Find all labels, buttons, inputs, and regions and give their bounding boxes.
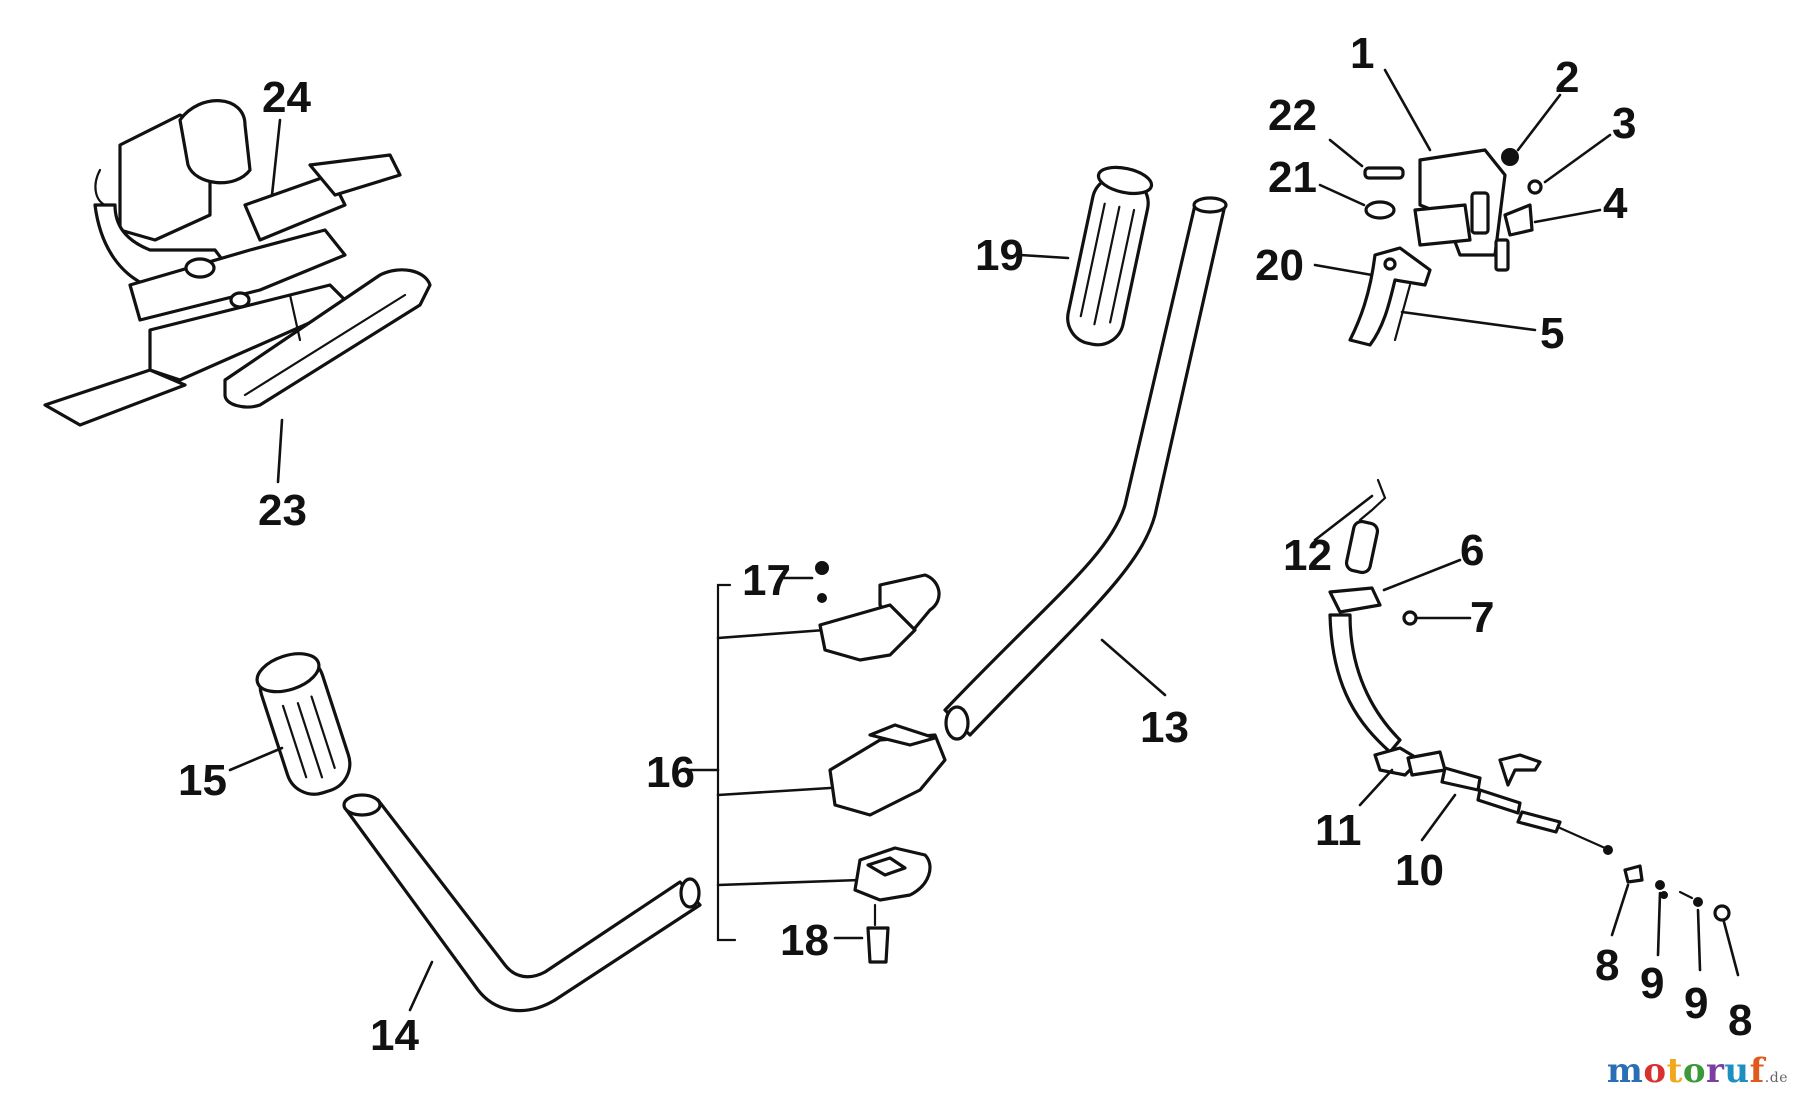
leader-1 xyxy=(1383,68,1432,152)
callout-9b: 9 xyxy=(1684,979,1708,1028)
leader-5 xyxy=(1400,310,1537,332)
leader-4 xyxy=(1533,208,1602,224)
callout-7: 7 xyxy=(1470,593,1494,642)
leader-22 xyxy=(1328,138,1364,168)
callout-3: 3 xyxy=(1612,99,1636,148)
throttle-housing xyxy=(1348,148,1543,347)
callout-6: 6 xyxy=(1460,526,1484,575)
watermark-logo: motoruf.de xyxy=(1607,1051,1788,1091)
leader-9a xyxy=(1656,891,1662,957)
watermark-letter: r xyxy=(1706,1051,1725,1091)
watermark-letter: u xyxy=(1724,1051,1750,1091)
leader-8a xyxy=(1610,883,1630,937)
callout-13: 13 xyxy=(1140,703,1189,752)
leader-24 xyxy=(270,118,282,197)
callout-17: 17 xyxy=(742,556,791,605)
callout-9a: 9 xyxy=(1640,959,1664,1008)
callout-5: 5 xyxy=(1540,309,1564,358)
callout-19: 19 xyxy=(975,231,1024,280)
leader-11 xyxy=(1358,768,1394,807)
leader-19 xyxy=(1018,253,1070,260)
watermark-letter: o xyxy=(1682,1051,1706,1091)
watermark-text: motoruf xyxy=(1607,1051,1765,1091)
grip-19 xyxy=(1066,165,1154,347)
throttle-cable xyxy=(1328,478,1731,922)
callout-4: 4 xyxy=(1603,179,1628,228)
callout-8a: 8 xyxy=(1595,941,1619,990)
callout-8b: 8 xyxy=(1728,996,1752,1045)
leader-2 xyxy=(1516,93,1562,152)
leader-12 xyxy=(1313,494,1374,542)
callout-2: 2 xyxy=(1555,53,1579,102)
callout-21: 21 xyxy=(1268,153,1317,202)
leader-20 xyxy=(1313,263,1374,277)
callout-12: 12 xyxy=(1283,531,1332,580)
grip-15 xyxy=(255,652,352,796)
callout-1: 1 xyxy=(1350,29,1374,78)
callout-20: 20 xyxy=(1255,241,1304,290)
watermark-letter: t xyxy=(1666,1051,1683,1091)
leader-6 xyxy=(1382,558,1462,592)
callout-24: 24 xyxy=(262,73,311,122)
callout-22: 22 xyxy=(1268,91,1317,140)
leader-9b xyxy=(1696,908,1702,972)
watermark-letter: m xyxy=(1606,1051,1644,1091)
callout-10: 10 xyxy=(1395,846,1444,895)
leader-3 xyxy=(1543,133,1612,184)
watermark-letter: o xyxy=(1643,1051,1667,1091)
leader-8b xyxy=(1722,920,1740,977)
leader-13 xyxy=(1100,638,1167,697)
shoulder-harness xyxy=(43,99,432,427)
handlebar-14 xyxy=(342,793,702,1013)
leader-10 xyxy=(1420,793,1457,842)
callout-11: 11 xyxy=(1315,806,1362,855)
watermark-letter: f xyxy=(1749,1051,1765,1091)
clamp-assembly xyxy=(716,561,947,964)
callout-14: 14 xyxy=(370,1011,419,1060)
handlebar-13 xyxy=(943,196,1228,741)
leader-14 xyxy=(408,960,434,1012)
callout-18: 18 xyxy=(780,916,829,965)
leader-15 xyxy=(228,746,284,772)
watermark-tld: .de xyxy=(1764,1070,1788,1086)
leader-23 xyxy=(276,418,284,484)
callout-16: 16 xyxy=(646,748,695,797)
callout-23: 23 xyxy=(258,486,307,535)
leader-21 xyxy=(1318,183,1366,207)
callout-15: 15 xyxy=(178,756,227,805)
